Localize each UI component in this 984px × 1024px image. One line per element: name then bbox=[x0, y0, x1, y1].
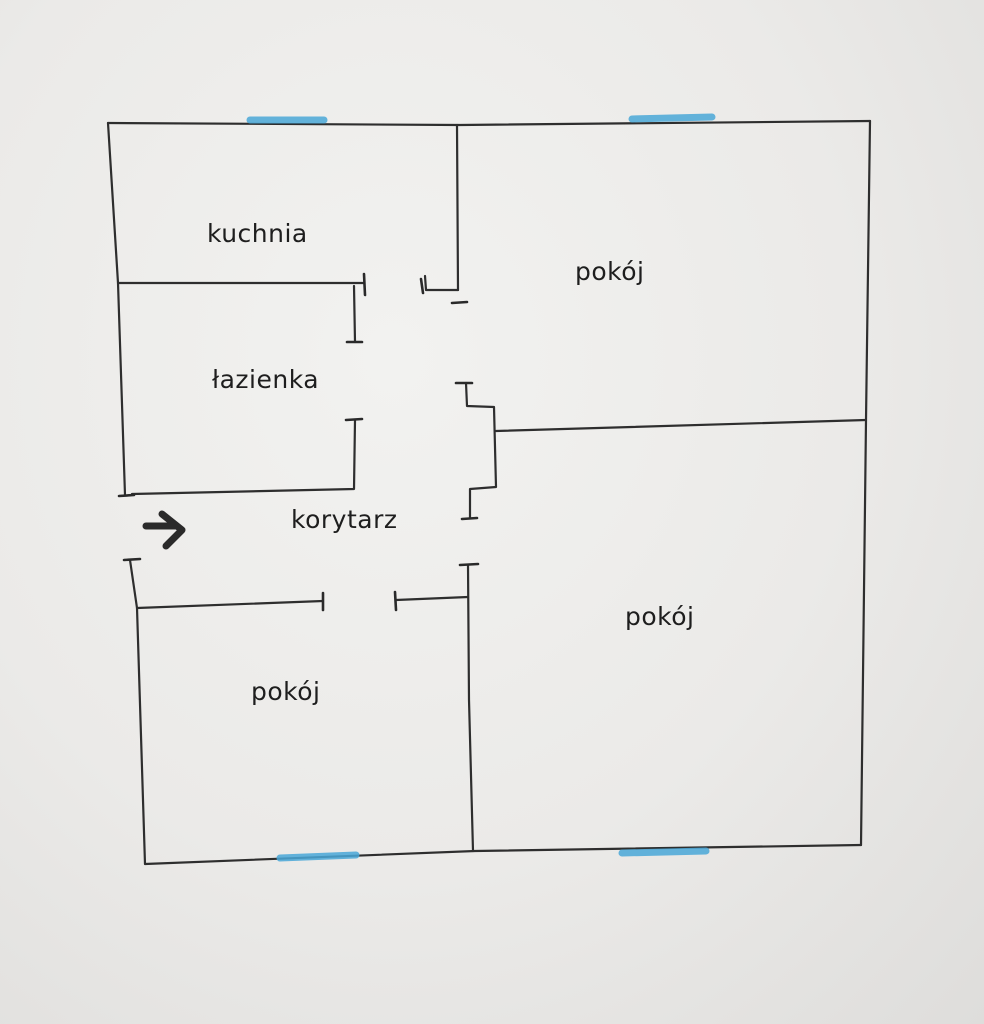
window-room-top-right bbox=[628, 113, 716, 123]
wall-kitchen-door-stub bbox=[423, 274, 460, 292]
outer-wall-right bbox=[859, 119, 872, 847]
room-label-bathroom: łazienka bbox=[212, 365, 320, 394]
room-label-room-bottom-left: pokój bbox=[251, 677, 321, 706]
door-jamb-tick bbox=[450, 300, 469, 305]
room-label-kitchen: kuchnia bbox=[207, 219, 308, 248]
wall-bottom-left-room-right-stub bbox=[394, 595, 470, 602]
door-jamb-tick bbox=[393, 590, 398, 612]
interior-walls bbox=[116, 123, 868, 853]
window-room-bottom-right bbox=[618, 847, 710, 857]
windows bbox=[246, 113, 716, 862]
wall-room-right-door bbox=[464, 381, 498, 520]
door-jamb-tick bbox=[458, 562, 480, 567]
door-jamb-tick bbox=[344, 417, 364, 422]
door-jambs bbox=[117, 272, 480, 612]
room-label-room-bottom-right: pokój bbox=[625, 602, 695, 631]
window-room-bottom-left bbox=[276, 851, 360, 862]
arrow-right-icon bbox=[142, 510, 186, 550]
wall-rooms-right-divider bbox=[494, 418, 868, 433]
wall-bathroom-door-jamb bbox=[352, 284, 357, 344]
room-label-corridor: korytarz bbox=[291, 505, 398, 534]
door-jamb-tick bbox=[122, 557, 142, 562]
door-jamb-tick bbox=[460, 516, 479, 521]
door-jamb-tick bbox=[362, 272, 367, 297]
outer-wall-top bbox=[106, 119, 872, 127]
outer-wall-left-lower bbox=[128, 558, 147, 866]
room-label-room-top-right: pokój bbox=[575, 257, 645, 286]
wall-bathroom-bottom bbox=[130, 418, 357, 496]
wall-bottom-rooms-divider bbox=[466, 563, 475, 853]
door-jamb-tick bbox=[117, 493, 136, 498]
wall-kitchen-room-divider bbox=[455, 123, 460, 292]
door-jamb-tick bbox=[419, 277, 425, 295]
wall-bottom-left-room-top bbox=[135, 599, 325, 610]
outer-wall-bottom bbox=[143, 843, 863, 866]
outer-wall-left-upper bbox=[106, 121, 127, 497]
